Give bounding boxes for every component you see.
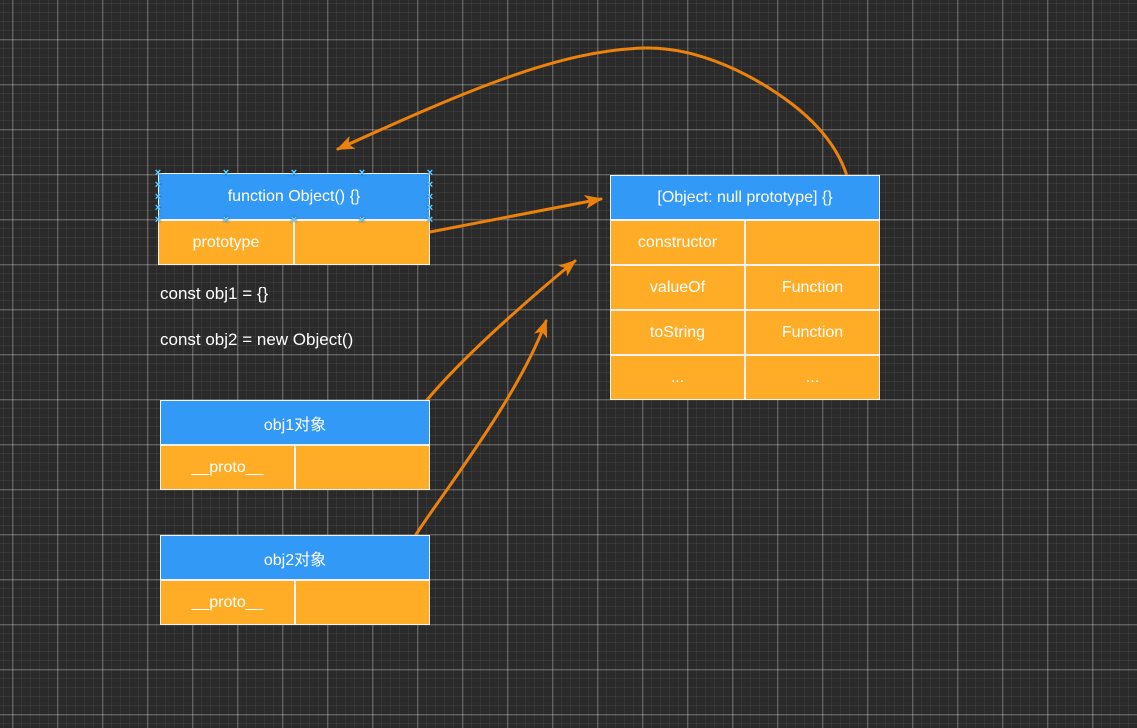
table-row: __proto__	[161, 581, 429, 624]
table-row: constructor	[611, 221, 879, 264]
table-function-object[interactable]: function Object() {} prototype	[158, 173, 430, 265]
cell-label: __proto__	[191, 593, 264, 611]
cell-label: ...	[805, 368, 820, 386]
table-object-prototype-title[interactable]: [Object: null prototype] {}	[611, 176, 879, 219]
cell-label: toString	[649, 323, 706, 341]
code-line-obj2[interactable]: const obj2 = new Object()	[160, 330, 354, 349]
table-row: toString Function	[611, 311, 879, 354]
cell-label: prototype	[192, 233, 260, 251]
cell-label: Function	[781, 278, 844, 296]
connection-point-icon[interactable]: ×	[358, 214, 366, 226]
table-title-label: function Object() {}	[227, 187, 361, 205]
cell-obj2-proto-key[interactable]: __proto__	[161, 581, 294, 624]
connection-point-icon[interactable]: ×	[426, 190, 434, 203]
connection-point-icon[interactable]: ×	[154, 167, 162, 179]
table-function-object-title[interactable]: function Object() {}	[159, 174, 429, 219]
table-obj1[interactable]: obj1对象 __proto__	[160, 400, 430, 490]
cell-tostring-key[interactable]: toString	[611, 311, 744, 354]
cell-label: Function	[781, 323, 844, 341]
table-obj2-title[interactable]: obj2对象	[161, 536, 429, 579]
code-line-obj1[interactable]: const obj1 = {}	[160, 284, 269, 303]
cell-ellipsis-key[interactable]: ...	[611, 356, 744, 399]
table-object-prototype[interactable]: [Object: null prototype] {} constructor …	[610, 175, 880, 400]
cell-obj1-proto-key[interactable]: __proto__	[161, 446, 294, 489]
cell-constructor-value[interactable]	[746, 221, 879, 264]
connection-point-icon[interactable]: ×	[154, 190, 162, 203]
cell-label: constructor	[637, 233, 718, 251]
table-title-label: obj2对象	[263, 551, 327, 569]
cell-obj2-proto-value[interactable]	[296, 581, 429, 624]
cell-ellipsis-value[interactable]: ...	[746, 356, 879, 399]
cell-label: __proto__	[191, 458, 264, 476]
table-row: prototype	[159, 221, 429, 264]
cell-prototype-key[interactable]: prototype	[159, 221, 293, 264]
table-obj1-title[interactable]: obj1对象	[161, 401, 429, 444]
connection-point-icon[interactable]: ×	[154, 178, 162, 191]
cell-tostring-value[interactable]: Function	[746, 311, 879, 354]
table-obj2[interactable]: obj2对象 __proto__	[160, 535, 430, 625]
connection-point-icon[interactable]: ×	[426, 202, 434, 215]
connection-point-icon[interactable]: ×	[290, 167, 298, 179]
connection-point-icon[interactable]: ×	[290, 214, 298, 226]
connection-point-icon[interactable]: ×	[426, 178, 434, 191]
table-title-label: [Object: null prototype] {}	[657, 188, 833, 206]
connection-point-icon[interactable]: ×	[154, 202, 162, 215]
cell-obj1-proto-value[interactable]	[296, 446, 429, 489]
connection-point-icon[interactable]: ×	[358, 167, 366, 179]
connection-point-icon[interactable]: ×	[222, 214, 230, 226]
connection-point-icon[interactable]: ×	[426, 167, 434, 179]
table-title-label: obj1对象	[263, 416, 327, 434]
table-row: valueOf Function	[611, 266, 879, 309]
connection-point-icon[interactable]: ×	[154, 214, 162, 226]
connection-point-icon[interactable]: ×	[222, 167, 230, 179]
cell-valueof-value[interactable]: Function	[746, 266, 879, 309]
cell-label: ...	[670, 368, 685, 386]
connection-point-icon[interactable]: ×	[426, 214, 434, 226]
table-row: __proto__	[161, 446, 429, 489]
cell-label: valueOf	[649, 278, 706, 296]
cell-valueof-key[interactable]: valueOf	[611, 266, 744, 309]
cell-constructor-key[interactable]: constructor	[611, 221, 744, 264]
table-row: ... ...	[611, 356, 879, 399]
cell-prototype-value[interactable]	[295, 221, 429, 264]
